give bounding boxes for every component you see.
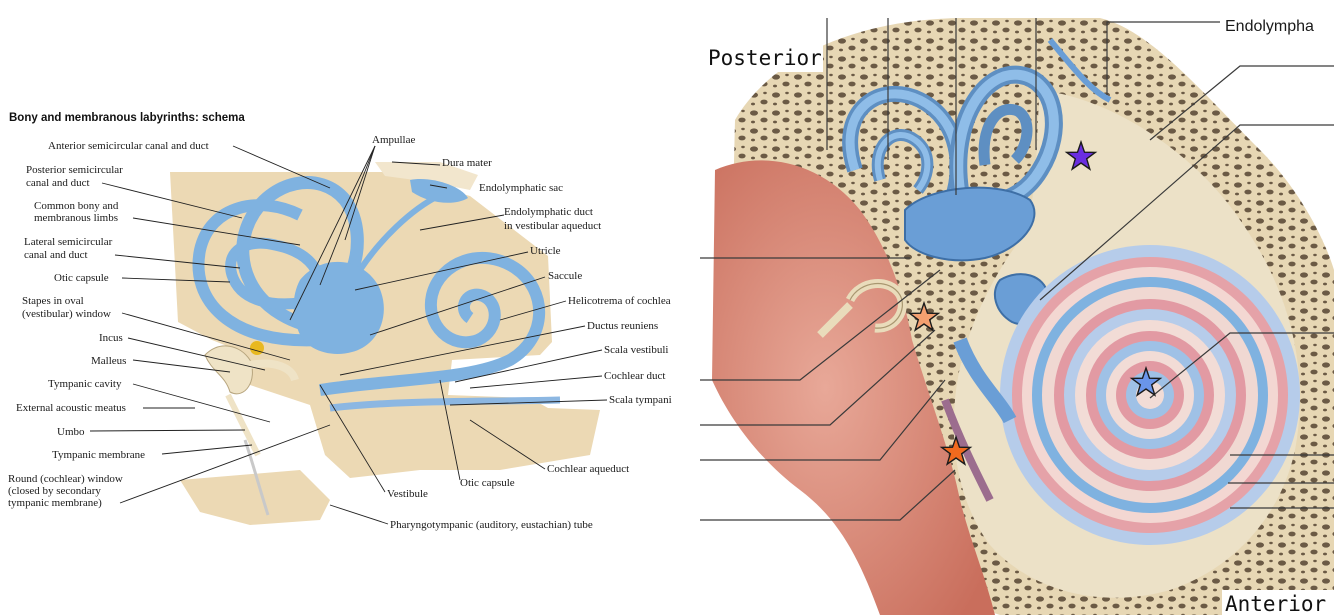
label-stapes-1: Stapes in oval bbox=[22, 295, 84, 307]
label-saccule: Saccule bbox=[548, 270, 582, 282]
right-illustration: Posterior Anterior Endolympha bbox=[700, 18, 1334, 615]
label-lateral-semicircular-2: canal and duct bbox=[24, 249, 88, 261]
label-vestibule: Vestibule bbox=[387, 488, 428, 500]
anterior-label-bg bbox=[1222, 590, 1334, 615]
label-otic-capsule-bottom: Otic capsule bbox=[460, 477, 515, 489]
label-pharyngotympanic-tube: Pharyngotympanic (auditory, eustachian) … bbox=[390, 519, 593, 531]
label-endolymphatic-sac: Endolymphatic sac bbox=[479, 182, 563, 194]
star-markers bbox=[907, 139, 1163, 466]
label-posterior-semicircular-2: canal and duct bbox=[26, 177, 90, 189]
cochlea-spiral bbox=[319, 252, 546, 396]
label-helicotrema: Helicotrema of cochlea bbox=[568, 295, 671, 307]
left-leader-lines bbox=[89, 145, 608, 525]
label-anterior: Anterior bbox=[1225, 592, 1326, 615]
right-cochlea bbox=[1000, 245, 1300, 545]
star-icon bbox=[939, 434, 973, 466]
label-endolymph: Endolympha bbox=[1225, 18, 1314, 35]
label-incus: Incus bbox=[99, 332, 123, 344]
dura-layer bbox=[375, 162, 478, 190]
right-endolymphatic-duct bbox=[1047, 38, 1112, 103]
label-posterior: Posterior bbox=[708, 46, 822, 70]
right-utricle bbox=[904, 186, 1036, 262]
label-common-limbs-2: membranous limbs bbox=[34, 212, 118, 224]
label-tympanic-membrane: Tympanic membrane bbox=[52, 449, 145, 461]
label-common-limbs-1: Common bony and bbox=[34, 200, 119, 212]
label-endolymphatic-duct-1: Endolymphatic duct bbox=[504, 206, 593, 218]
star-icon bbox=[907, 300, 941, 332]
vestibule-sac bbox=[293, 261, 384, 354]
label-external-acoustic-meatus: External acoustic meatus bbox=[16, 402, 126, 414]
right-ductus bbox=[953, 337, 1017, 424]
oval-window-marker bbox=[250, 341, 264, 355]
right-semicircular-canals bbox=[842, 65, 1063, 211]
label-stapes-2: (vestibular) window bbox=[22, 308, 111, 320]
label-malleus: Malleus bbox=[91, 355, 126, 367]
right-stapes bbox=[817, 279, 907, 338]
label-round-window-1: Round (cochlear) window bbox=[8, 473, 123, 485]
posterior-label-bg bbox=[705, 40, 823, 72]
label-umbo: Umbo bbox=[57, 426, 85, 438]
label-round-window-2: (closed by secondary bbox=[8, 485, 101, 497]
star-icon bbox=[1129, 365, 1163, 397]
middle-ear-tissue bbox=[712, 160, 995, 615]
label-ampullae: Ampullae bbox=[372, 134, 415, 146]
lateral-semicircular-canal bbox=[225, 237, 326, 310]
star-icon bbox=[1064, 139, 1098, 171]
figure-title: Bony and membranous labyrinths: schema bbox=[9, 112, 245, 124]
label-utricle: Utricle bbox=[530, 245, 561, 257]
label-anterior-semicircular-canal: Anterior semicircular canal and duct bbox=[48, 140, 209, 152]
label-endolymphatic-duct-2: in vestibular aqueduct bbox=[504, 220, 601, 232]
label-posterior-semicircular-1: Posterior semicircular bbox=[26, 164, 123, 176]
label-lateral-semicircular-1: Lateral semicircular bbox=[24, 236, 113, 248]
label-tympanic-cavity: Tympanic cavity bbox=[48, 378, 122, 390]
endolymphatic-sac-shape bbox=[410, 179, 468, 203]
middle-ear-bone bbox=[180, 470, 330, 525]
label-cochlear-duct: Cochlear duct bbox=[604, 370, 665, 382]
label-ductus-reuniens: Ductus reuniens bbox=[587, 320, 658, 332]
label-round-window-3: tympanic membrane) bbox=[8, 497, 102, 509]
right-leader-lines bbox=[700, 18, 1334, 521]
label-otic-capsule-left: Otic capsule bbox=[54, 272, 109, 284]
label-scala-vestibuli: Scala vestibuli bbox=[604, 344, 668, 356]
label-scala-tympani: Scala tympani bbox=[609, 394, 672, 406]
label-cochlear-aqueduct: Cochlear aqueduct bbox=[547, 463, 629, 475]
round-window-membrane bbox=[941, 398, 994, 502]
label-dura-mater: Dura mater bbox=[442, 157, 492, 169]
left-schema-figure: Bony and membranous labyrinths: schema bbox=[8, 112, 672, 531]
ossicle-chain bbox=[204, 341, 299, 457]
left-labels: Anterior semicircular canal and duct Pos… bbox=[8, 134, 672, 531]
posterior-semicircular-canal bbox=[192, 199, 321, 347]
scala-tympani-line bbox=[329, 396, 561, 412]
tympanic-membrane-shape bbox=[243, 439, 270, 516]
